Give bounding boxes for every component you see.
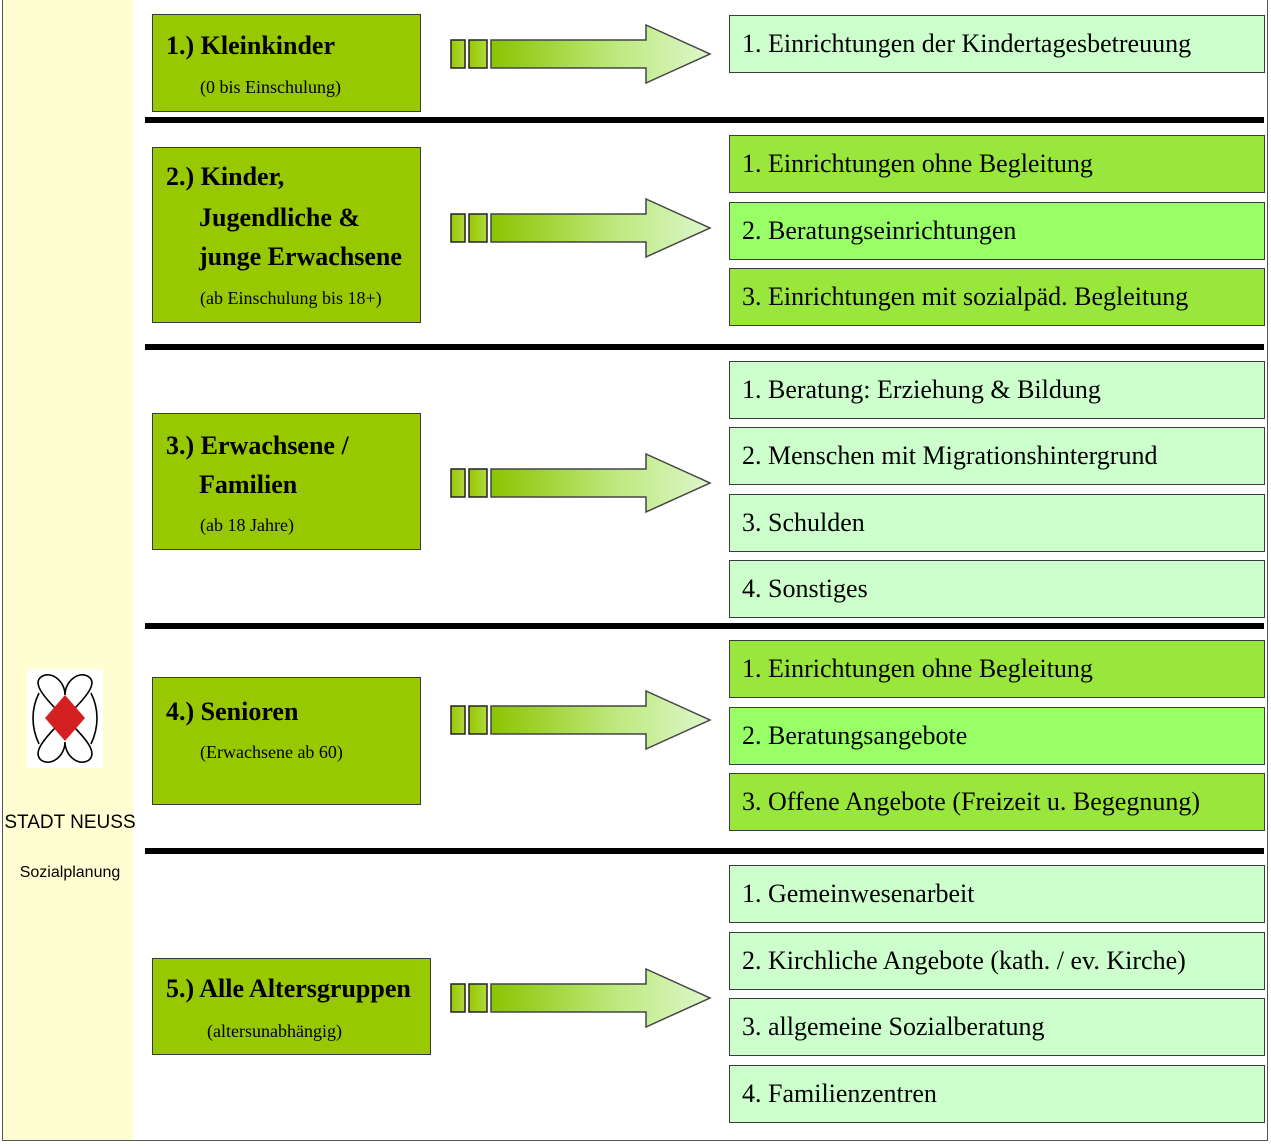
group-title: Jugendliche &: [199, 203, 361, 232]
right-arrow-icon: [450, 967, 712, 1029]
list-item: 3. Schulden: [729, 494, 1265, 552]
section-divider: [145, 623, 1264, 629]
list-item: 1. Einrichtungen der Kindertagesbetreuun…: [729, 15, 1265, 73]
group-title: 3.) Erwachsene /: [166, 431, 349, 460]
group-box-senioren: 4.) Senioren (Erwachsene ab 60): [152, 677, 421, 805]
list-item: 4. Sonstiges: [729, 560, 1265, 618]
group-title: 4.) Senioren: [166, 697, 299, 726]
group-title: Familien: [199, 470, 298, 499]
group-subtitle: (Erwachsene ab 60): [200, 742, 343, 762]
organization-name: STADT NEUSS: [4, 812, 136, 833]
group-title: 2.) Kinder,: [166, 162, 285, 191]
list-item: 4. Familienzentren: [729, 1065, 1265, 1123]
right-arrow-icon: [450, 689, 712, 751]
group-title: junge Erwachsene: [199, 242, 402, 271]
list-item: 3. allgemeine Sozialberatung: [729, 998, 1265, 1056]
list-item: 2. Beratungsangebote: [729, 707, 1265, 765]
group-title: 1.) Kleinkinder: [166, 31, 336, 60]
group-box-kleinkinder: 1.) Kleinkinder (0 bis Einschulung): [152, 14, 421, 112]
list-item: 2. Menschen mit Migrationshintergrund: [729, 427, 1265, 485]
right-arrow-icon: [450, 23, 712, 85]
list-item: 1. Einrichtungen ohne Begleitung: [729, 135, 1265, 193]
right-arrow-icon: [450, 452, 712, 514]
group-box-alle-altersgruppen: 5.) Alle Altersgruppen (altersunabhängig…: [152, 958, 431, 1055]
group-subtitle: (0 bis Einschulung): [200, 77, 341, 97]
list-item: 2. Kirchliche Angebote (kath. / ev. Kirc…: [729, 932, 1265, 990]
group-subtitle: (ab 18 Jahre): [200, 515, 294, 535]
group-box-erwachsene-familien: 3.) Erwachsene / Familien (ab 18 Jahre): [152, 413, 421, 550]
list-item: 1. Gemeinwesenarbeit: [729, 865, 1265, 923]
sidebar: [3, 0, 133, 1140]
section-divider: [145, 117, 1264, 123]
group-subtitle: (ab Einschulung bis 18+): [200, 288, 382, 308]
list-item: 1. Einrichtungen ohne Begleitung: [729, 640, 1265, 698]
stadt-neuss-logo-icon: [27, 669, 103, 768]
section-divider: [145, 848, 1264, 854]
department-name: Sozialplanung: [19, 864, 121, 881]
list-item: 3. Einrichtungen mit sozialpäd. Begleitu…: [729, 268, 1265, 326]
section-divider: [145, 344, 1264, 350]
right-arrow-icon: [450, 197, 712, 259]
list-item: 2. Beratungseinrichtungen: [729, 202, 1265, 260]
list-item: 3. Offene Angebote (Freizeit u. Begegnun…: [729, 773, 1265, 831]
list-item: 1. Beratung: Erziehung & Bildung: [729, 361, 1265, 419]
group-box-kinder-jugendliche: 2.) Kinder, Jugendliche & junge Erwachse…: [152, 147, 421, 323]
group-title: 5.) Alle Altersgruppen: [166, 974, 411, 1003]
group-subtitle: (altersunabhängig): [207, 1021, 342, 1041]
